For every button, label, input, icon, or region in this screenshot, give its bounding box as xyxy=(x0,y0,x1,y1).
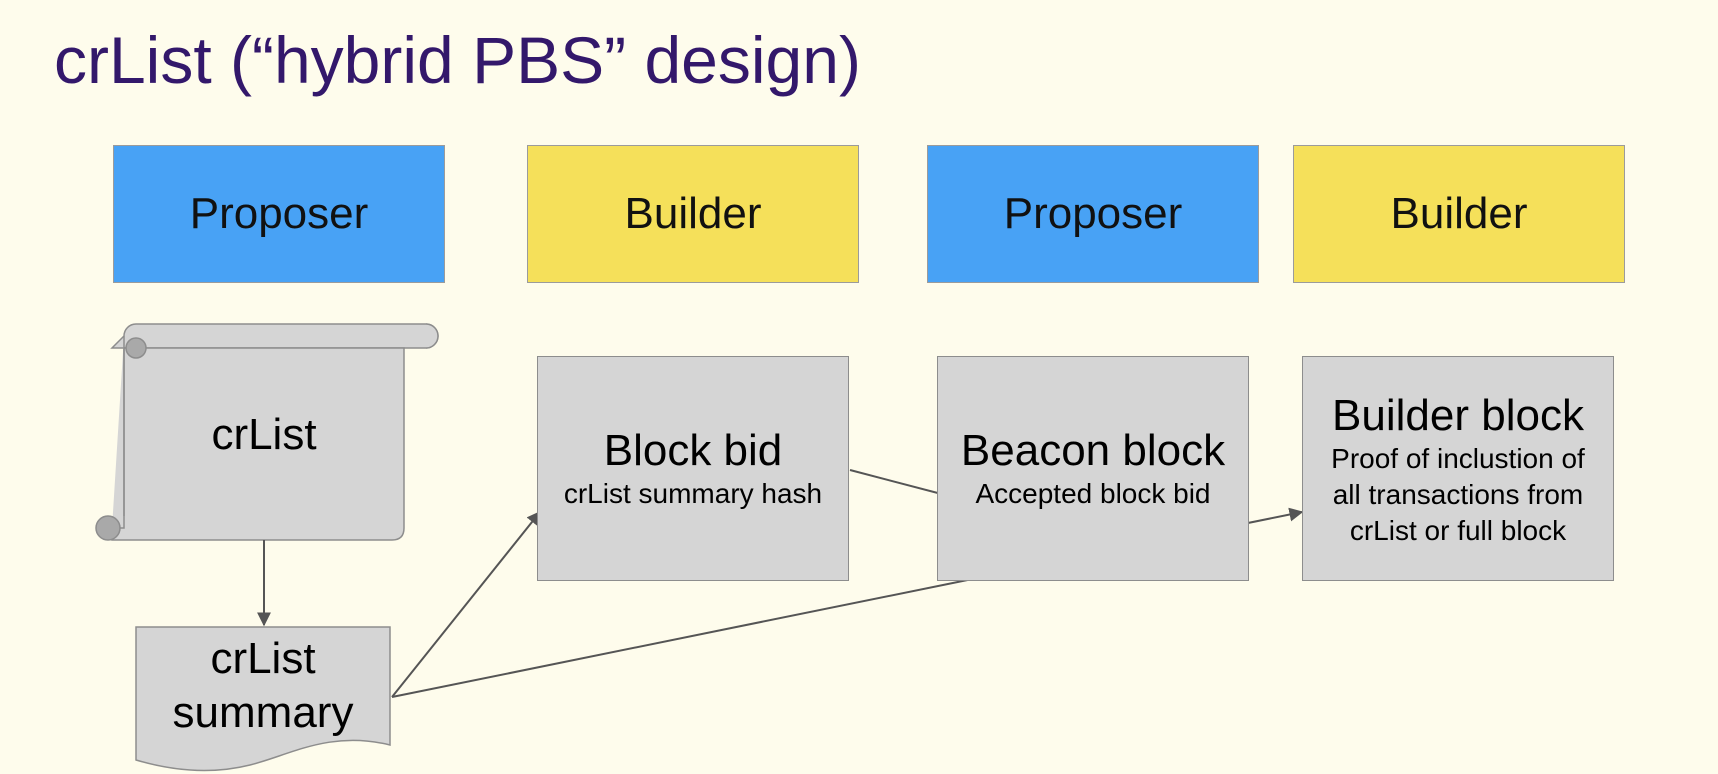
builder-block-box: Builder block Proof of inclustion of all… xyxy=(1302,356,1614,581)
beacon-block-box: Beacon block Accepted block bid xyxy=(937,356,1249,581)
crlist-label: crList xyxy=(211,410,317,459)
builder-block-line-3: crList or full block xyxy=(1349,515,1567,546)
role-builder-2: Builder xyxy=(1293,145,1625,283)
block-bid-box: Block bid crList summary hash xyxy=(537,356,849,581)
builder-block-line-1: Proof of inclustion of xyxy=(1331,443,1585,474)
role-builder-1: Builder xyxy=(527,145,859,283)
block-bid-subtitle: crList summary hash xyxy=(563,477,823,509)
crlist-summary-line-1: crList xyxy=(210,634,316,683)
role-proposer-2: Proposer xyxy=(927,145,1259,283)
block-bid-title: Block bid xyxy=(603,425,783,475)
page-title: crList (“hybrid PBS” design) xyxy=(54,23,861,97)
crlist-summary-line-2: summary xyxy=(172,688,354,737)
crlist-summary-label: crList summary xyxy=(136,632,390,740)
arrow-block-bid-to-beacon-block xyxy=(849,469,955,501)
beacon-block-title: Beacon block xyxy=(960,425,1226,475)
beacon-block-subtitle: Accepted block bid xyxy=(975,477,1211,509)
arrow-summary-to-block-bid xyxy=(391,510,541,698)
role-proposer-1: Proposer xyxy=(113,145,445,283)
builder-block-line-2: all transactions from xyxy=(1332,479,1584,510)
builder-block-title: Builder block xyxy=(1332,391,1584,440)
crlist-summary-shape xyxy=(135,626,391,772)
crlist-scroll xyxy=(95,323,439,541)
